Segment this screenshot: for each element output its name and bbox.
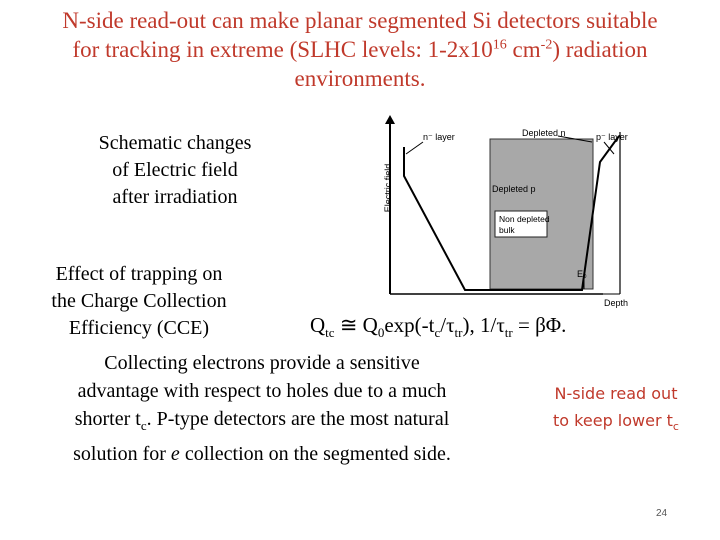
electric-field-diagram: Electric field Depth n⁻ layer Depleted n… xyxy=(383,115,628,308)
depleted-n-label: Depleted n xyxy=(522,128,566,138)
body-paragraph: Collecting electrons provide a sensitive… xyxy=(73,352,451,465)
title-line-3: environments. xyxy=(294,66,426,91)
page-number: 24 xyxy=(656,508,668,519)
p-layer-label: p⁻ layer xyxy=(596,132,628,142)
y-axis-label: Electric field xyxy=(383,164,393,213)
side-note: N-side read out to keep lower tc xyxy=(553,384,679,434)
y-axis-arrow xyxy=(385,115,395,124)
bulk-label: bulk xyxy=(499,225,515,235)
e0-label: E₀ xyxy=(577,269,587,279)
non-depleted-label: Non depleted xyxy=(499,214,550,224)
n-layer-arrow xyxy=(405,141,424,155)
slide-title: N-side read-out can make planar segmente… xyxy=(0,6,720,93)
n-layer-label: n⁻ layer xyxy=(423,132,455,142)
p-layer-arrow xyxy=(603,141,615,155)
field-profile-curve xyxy=(403,135,620,291)
schematic-label: Schematic changes of Electric field afte… xyxy=(98,132,252,208)
non-depleted-box xyxy=(494,210,548,238)
trapping-label: Effect of trapping on the Charge Collect… xyxy=(51,263,227,339)
x-axis-label: Depth xyxy=(604,298,628,308)
depleted-p-label: Depleted p xyxy=(492,184,536,194)
cce-formula: Qtc ≅ Q0exp(-tc/τtr), 1/τtr = βΦ. xyxy=(310,313,567,341)
title-line-1: N-side read-out can make planar segmente… xyxy=(62,8,658,33)
depleted-n-arrow xyxy=(557,135,593,143)
title-line-2: for tracking in extreme (SLHC levels: 1-… xyxy=(72,37,648,62)
